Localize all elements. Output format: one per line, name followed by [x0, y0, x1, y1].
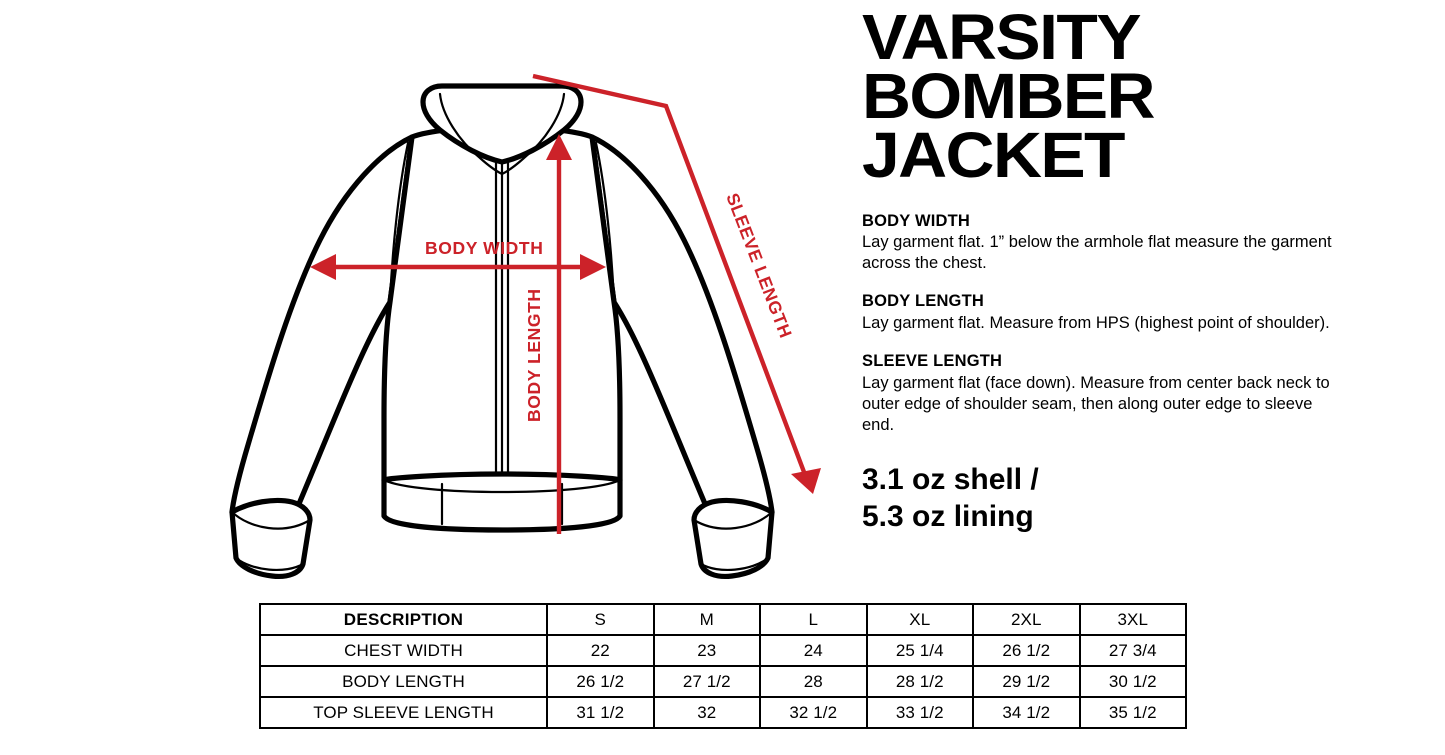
spec-body-length: BODY LENGTH Lay garment flat. Measure fr… — [862, 291, 1382, 334]
size-table-header: DESCRIPTION S M L XL 2XL 3XL — [259, 603, 1187, 636]
page-title: VARSITY BOMBER JACKET — [862, 1, 1413, 191]
table-header-row: DESCRIPTION S M L XL 2XL 3XL — [259, 603, 1187, 636]
cell-body-length-3xl: 30 1/2 — [1078, 665, 1187, 698]
column-header-m: M — [652, 603, 761, 636]
table-row: BODY LENGTH 26 1/2 27 1/2 28 28 1/2 29 1… — [259, 665, 1187, 698]
spec-heading: SLEEVE LENGTH — [862, 352, 1003, 371]
table-row: CHEST WIDTH 22 23 24 25 1/4 26 1/2 27 3/… — [259, 634, 1187, 667]
spec-text: Lay garment flat (face down). Measure fr… — [862, 373, 1330, 435]
cell-top-sleeve-length-m: 32 — [652, 696, 761, 729]
measurement-instructions: BODY WIDTH Lay garment flat. 1” below th… — [862, 211, 1382, 437]
cell-body-length-m: 27 1/2 — [652, 665, 761, 698]
cell-chest-width-3xl: 27 3/4 — [1078, 634, 1187, 667]
title-line-3: JACKET — [862, 118, 1125, 191]
cell-chest-width-s: 22 — [546, 634, 655, 667]
cell-body-length-xl: 28 1/2 — [865, 665, 974, 698]
column-header-xl: XL — [865, 603, 974, 636]
fabric-weight-line-2: 5.3 oz lining — [862, 499, 1034, 533]
cell-top-sleeve-length-xl: 33 1/2 — [865, 696, 974, 729]
column-header-s: S — [546, 603, 655, 636]
svg-text:BODY LENGTH: BODY LENGTH — [524, 288, 544, 422]
column-header-2xl: 2XL — [972, 603, 1081, 636]
cell-top-sleeve-length-s: 31 1/2 — [546, 696, 655, 729]
jacket-illustration: BODY WIDTH BODY LENGTH SLEEVE LENGTH — [140, 40, 860, 600]
cell-chest-width-m: 23 — [652, 634, 761, 667]
title-line-1: VARSITY — [862, 1, 1141, 73]
cell-chest-width-2xl: 26 1/2 — [972, 634, 1081, 667]
column-header-l: L — [759, 603, 868, 636]
cell-top-sleeve-length-3xl: 35 1/2 — [1078, 696, 1187, 729]
cell-chest-width-l: 24 — [759, 634, 868, 667]
row-label-top-sleeve-length: TOP SLEEVE LENGTH — [259, 696, 548, 729]
column-header-description: DESCRIPTION — [259, 603, 548, 636]
body-width-annotation: BODY WIDTH — [310, 238, 606, 280]
cell-top-sleeve-length-l: 32 1/2 — [759, 696, 868, 729]
body-length-annotation: BODY LENGTH — [524, 134, 572, 534]
cell-chest-width-xl: 25 1/4 — [865, 634, 974, 667]
fabric-weight-line-1: 3.1 oz shell / — [862, 463, 1039, 497]
svg-text:BODY WIDTH: BODY WIDTH — [425, 238, 543, 258]
spec-text: Lay garment flat. 1” below the armhole f… — [862, 233, 1332, 273]
row-label-chest-width: CHEST WIDTH — [259, 634, 548, 667]
row-label-body-length: BODY LENGTH — [259, 665, 548, 698]
size-table-body: CHEST WIDTH 22 23 24 25 1/4 26 1/2 27 3/… — [259, 634, 1187, 729]
svg-text:SLEEVE LENGTH: SLEEVE LENGTH — [722, 190, 796, 341]
spec-body-width: BODY WIDTH Lay garment flat. 1” below th… — [862, 211, 1382, 275]
spec-text: Lay garment flat. Measure from HPS (high… — [862, 314, 1330, 333]
info-column: VARSITY BOMBER JACKET BODY WIDTH Lay gar… — [862, 5, 1382, 535]
column-header-3xl: 3XL — [1078, 603, 1187, 636]
title-line-2: BOMBER — [862, 59, 1156, 132]
size-table: DESCRIPTION S M L XL 2XL 3XL CHEST WIDTH… — [259, 603, 1187, 729]
cell-body-length-l: 28 — [759, 665, 868, 698]
spec-heading: BODY LENGTH — [862, 292, 984, 311]
cell-body-length-s: 26 1/2 — [546, 665, 655, 698]
cell-top-sleeve-length-2xl: 34 1/2 — [972, 696, 1081, 729]
table-row: TOP SLEEVE LENGTH 31 1/2 32 32 1/2 33 1/… — [259, 696, 1187, 729]
spec-heading: BODY WIDTH — [862, 211, 971, 230]
cell-body-length-2xl: 29 1/2 — [972, 665, 1081, 698]
spec-sleeve-length: SLEEVE LENGTH Lay garment flat (face dow… — [862, 351, 1382, 436]
fabric-weight: 3.1 oz shell / 5.3 oz lining — [862, 462, 1382, 535]
